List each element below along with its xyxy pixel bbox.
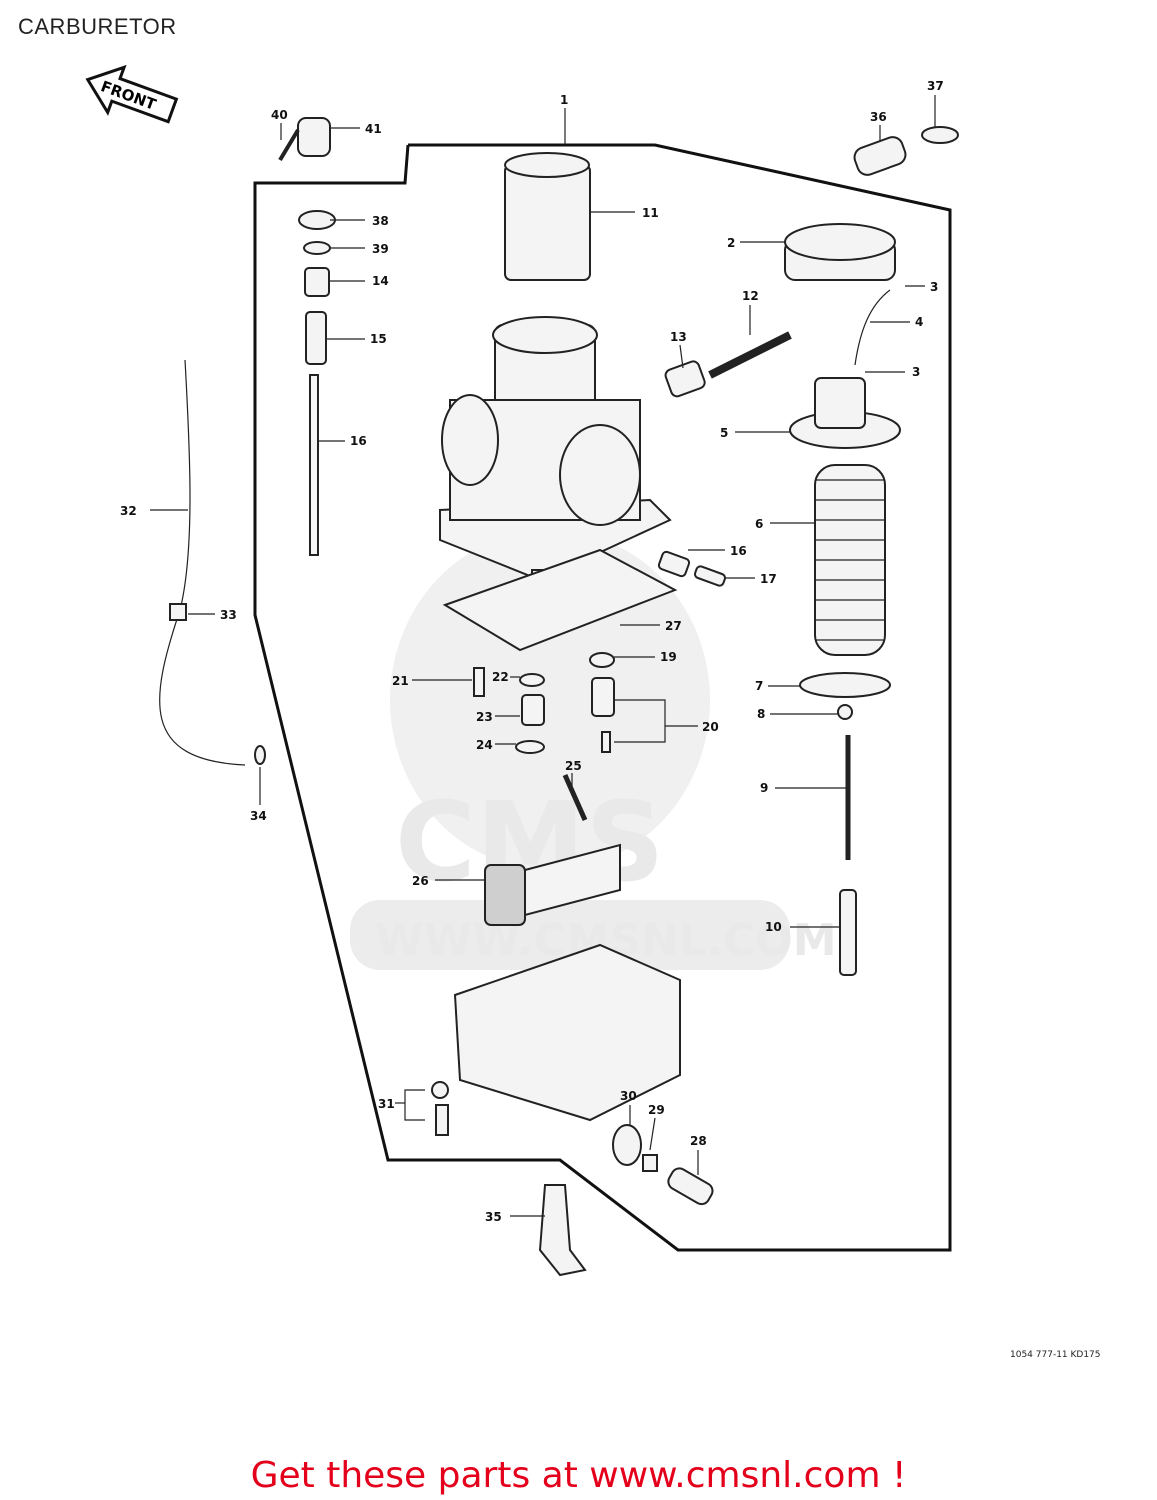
callout-29: 29: [648, 1103, 665, 1117]
part-drain-elbow: [538, 1184, 587, 1277]
callout-12: 12: [742, 289, 759, 303]
callout-4: 4: [915, 315, 923, 329]
part-cable-adjuster: [853, 136, 907, 176]
exploded-parts-diagram: CMS WWW.CMSNL.COM FRONT: [85, 64, 959, 1277]
callout-10: 10: [765, 920, 782, 934]
callout-26: 26: [412, 874, 429, 888]
part-float-valve: [601, 731, 611, 753]
callout-34: 34: [250, 809, 267, 823]
part-washer: [519, 673, 545, 687]
part-idle-screw: [693, 565, 727, 587]
callout-13: 13: [670, 330, 687, 344]
part-hose-clip: [254, 745, 266, 765]
part-bowl-screw: [435, 1104, 449, 1136]
callout-40: 40: [271, 108, 288, 122]
callout-37: 37: [927, 79, 944, 93]
callout-25: 25: [565, 759, 582, 773]
part-pilot-spring: [664, 360, 706, 398]
part-float-pin: [562, 773, 588, 822]
callout-11: 11: [642, 206, 659, 220]
reference-code: 1054 777-11 KD175: [1010, 1350, 1101, 1360]
callout-3a: 3: [930, 280, 938, 294]
callout-33: 33: [220, 608, 237, 622]
callout-3b: 3: [912, 365, 920, 379]
callout-35: 35: [485, 1210, 502, 1224]
callout-9: 9: [760, 781, 768, 795]
callout-leaders: [150, 95, 936, 1217]
part-pilot-screw: [708, 331, 792, 379]
callout-6: 6: [755, 517, 763, 531]
callout-20: 20: [702, 720, 719, 734]
callout-22: 22: [492, 670, 509, 684]
carburetor-body: [439, 316, 672, 611]
callout-16a: 16: [350, 434, 367, 448]
part-valve-seat: [591, 677, 615, 717]
part-breather-tube: [854, 289, 891, 366]
callout-21: 21: [392, 674, 409, 688]
part-needle-retainer: [799, 672, 891, 698]
callout-31: 31: [378, 1097, 395, 1111]
callout-28: 28: [690, 1134, 707, 1148]
callout-24: 24: [476, 738, 493, 752]
callout-8: 8: [757, 707, 765, 721]
page-title: CARBURETOR: [18, 14, 177, 39]
part-cap: [298, 210, 336, 230]
callout-5: 5: [720, 426, 728, 440]
callout-14: 14: [372, 274, 389, 288]
part-fuel-pipe: [159, 359, 246, 766]
callout-2: 2: [727, 236, 735, 250]
callout-32: 32: [120, 504, 137, 518]
callout-7: 7: [755, 679, 763, 693]
callout-41: 41: [365, 122, 382, 136]
callout-39: 39: [372, 242, 389, 256]
part-drain-screw: [642, 1154, 658, 1172]
part-idle-spring: [657, 550, 691, 578]
callout-27: 27: [665, 619, 682, 633]
part-o-ring: [303, 241, 331, 255]
part-needle-clip: [837, 704, 853, 720]
part-float: [484, 843, 621, 926]
part-top-cap: [784, 223, 896, 281]
part-throttle-slide: [504, 152, 591, 281]
part-pipe-clamp: [169, 603, 187, 621]
part-clip: [921, 126, 959, 144]
part-starter-spring: [305, 311, 327, 365]
callout-1: 1: [560, 93, 568, 107]
callout-19: 19: [660, 650, 677, 664]
part-valve-seat-washer: [589, 652, 615, 668]
callout-labels: 1 2 3 3 4 5 6 7 8 9 10 11 12 13 14 15 16…: [120, 79, 944, 1224]
front-arrow: FRONT: [85, 64, 179, 124]
part-spring: [814, 464, 886, 656]
part-gasket: [442, 548, 678, 652]
callout-16b: 16: [730, 544, 747, 558]
callout-36: 36: [870, 110, 887, 124]
callout-15: 15: [370, 332, 387, 346]
callout-17: 17: [760, 572, 777, 586]
part-drain-gasket: [612, 1124, 642, 1166]
assembly-outline: [253, 143, 952, 1252]
part-knob: [297, 117, 331, 157]
part-plug: [304, 267, 330, 297]
part-float-bowl: [453, 943, 681, 1122]
callout-23: 23: [476, 710, 493, 724]
part-starter-plunger: [309, 374, 319, 556]
part-main-jet-holder: [521, 694, 545, 726]
part-gasket-ring: [515, 740, 545, 754]
callout-38: 38: [372, 214, 389, 228]
part-pilot-jet: [473, 667, 485, 697]
part-needle-holder: [789, 377, 901, 449]
part-bowl-washer: [431, 1081, 449, 1099]
part-drain-plug: [667, 1167, 714, 1206]
promo-link[interactable]: Get these parts at www.cmsnl.com !: [250, 1455, 907, 1496]
callout-30: 30: [620, 1089, 637, 1103]
part-screw: [278, 128, 300, 162]
part-needle-jet: [839, 889, 857, 976]
